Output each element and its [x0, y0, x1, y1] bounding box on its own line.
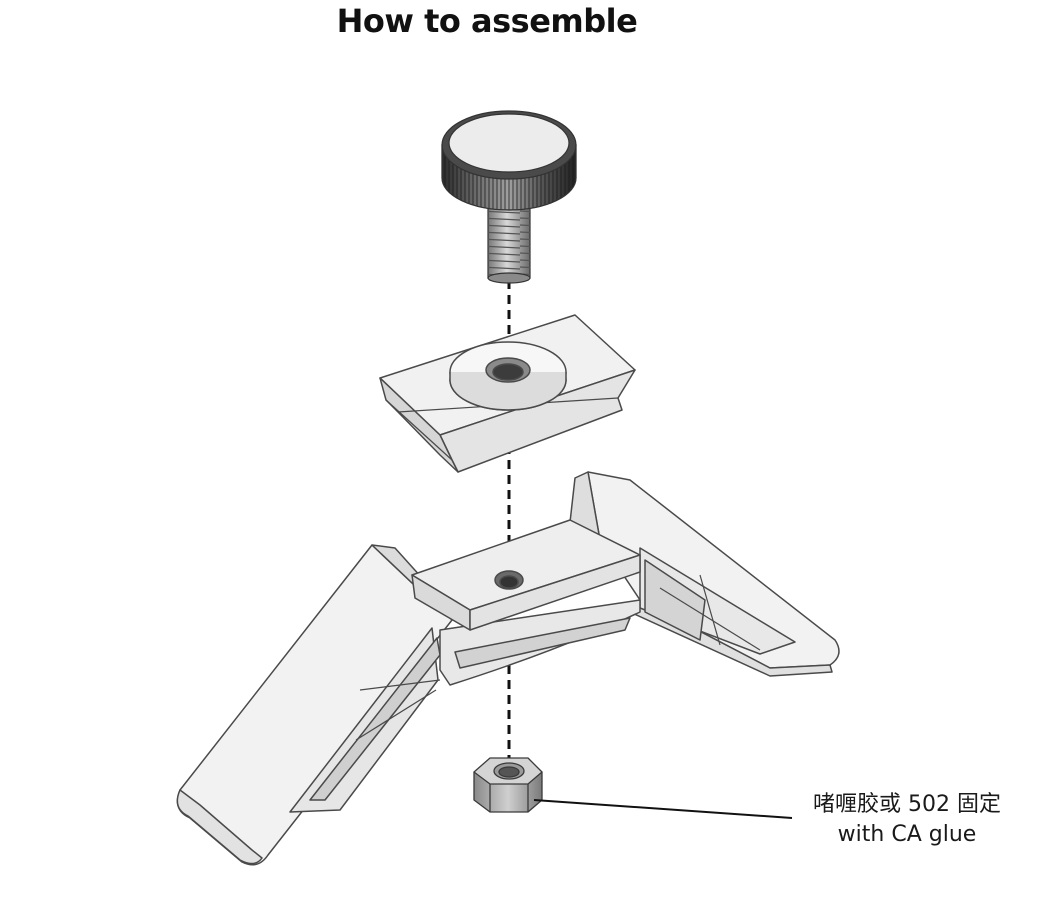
callout-leader-line	[533, 799, 793, 819]
callout-chinese-text: 啫喱胶或 502 固定	[813, 792, 1001, 817]
callout-english-text: with CA glue	[837, 822, 977, 847]
page-title: How to assemble	[336, 2, 638, 40]
hex-nut	[473, 757, 543, 813]
thumb-screw	[441, 110, 577, 284]
tripod-base	[176, 471, 840, 866]
glue-callout: 啫喱胶或 502 固定 with CA glue	[792, 790, 1022, 850]
slider-washer	[379, 314, 636, 473]
